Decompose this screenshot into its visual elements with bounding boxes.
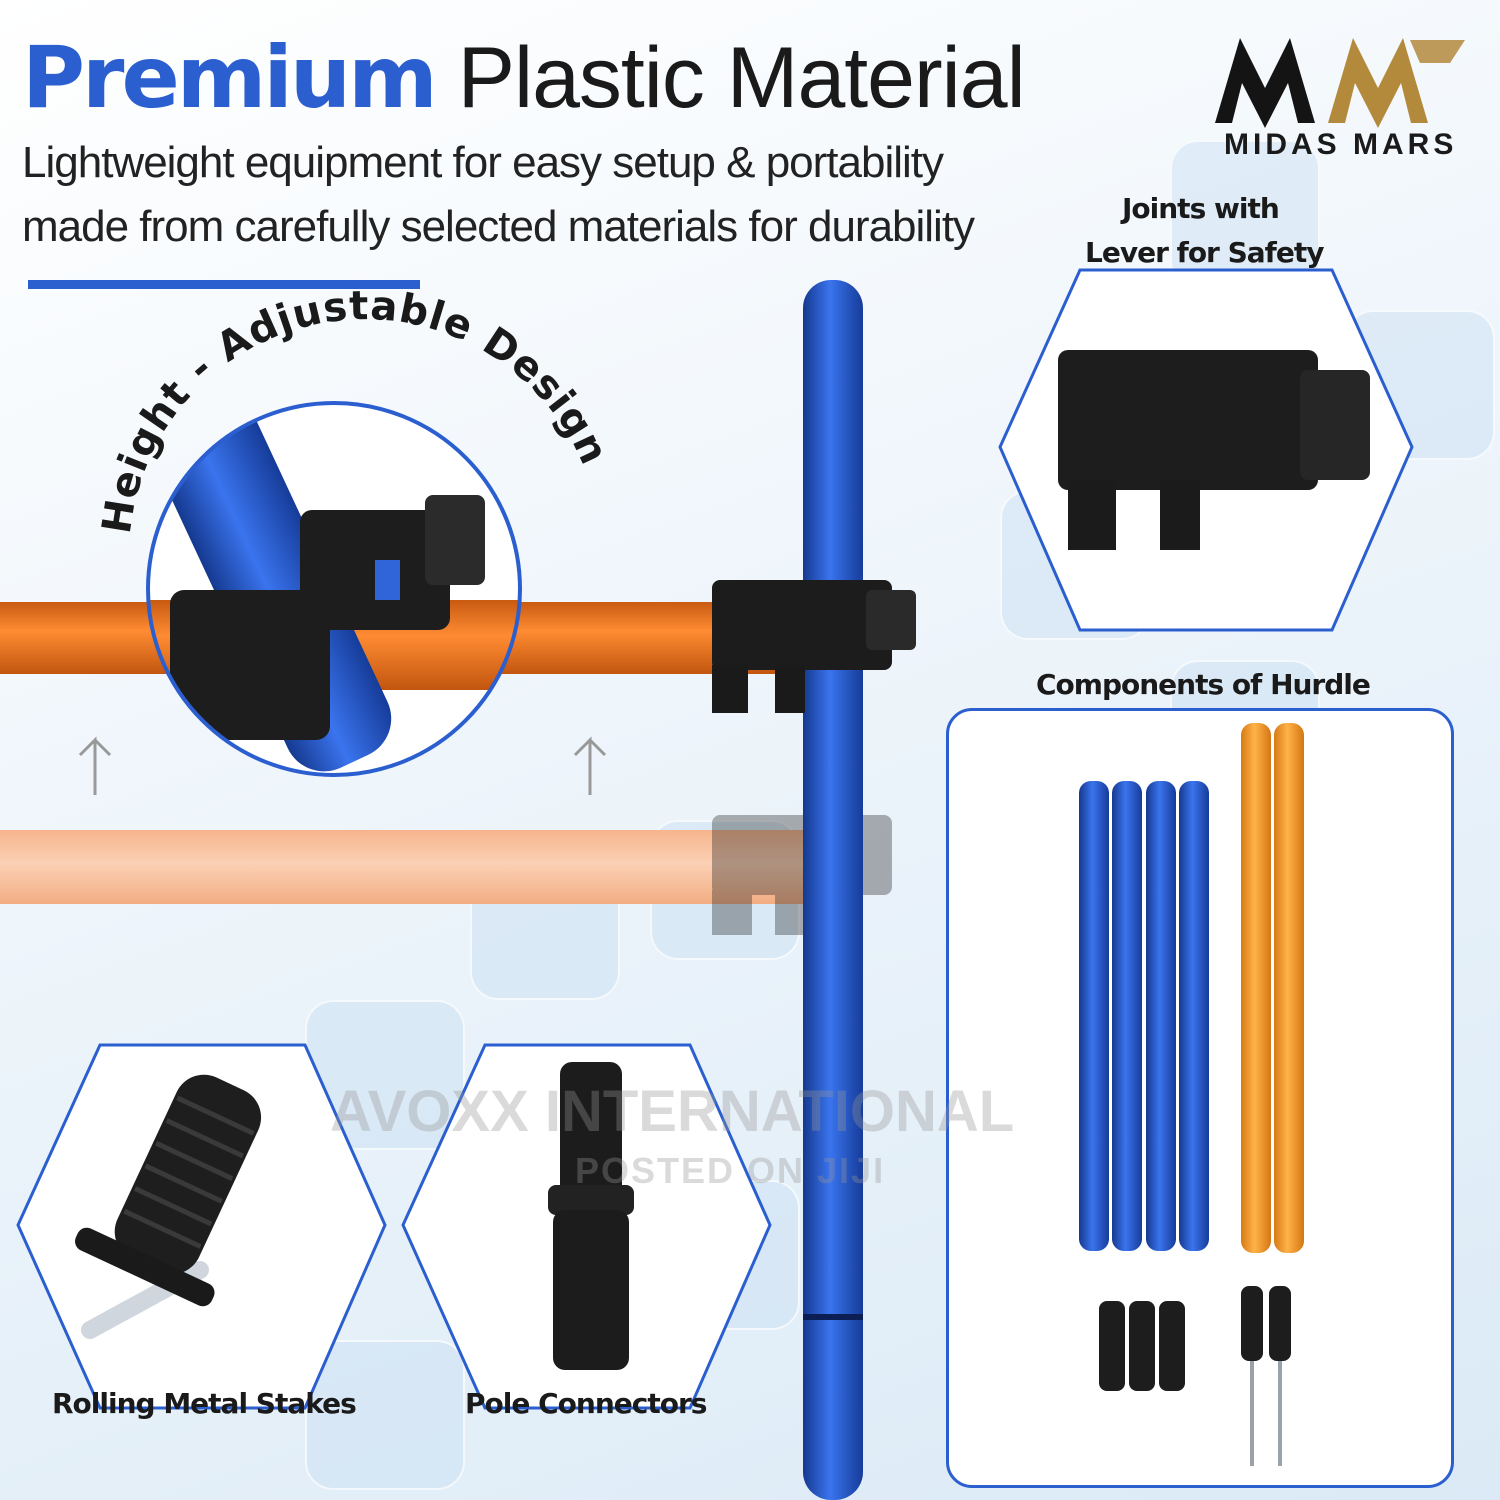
subtitle-line-1: Lightweight equipment for easy setup & p… [22,138,944,187]
height-adjustable-label: Height - Adjustable Design [94,283,616,537]
components-panel [946,708,1454,1488]
brand-name: MIDAS MARS [1224,128,1458,161]
connectors-label: Pole Connectors [465,1387,707,1420]
stakes-label: Rolling Metal Stakes [52,1387,357,1420]
watermark-sub: POSTED ON JIJI [575,1150,886,1191]
midas-mars-logo [1215,38,1465,128]
components-illustration [1079,723,1304,1466]
joint-closeup [1058,350,1370,550]
joints-label-line-1: Joints with [1122,192,1280,225]
components-label: Components of Hurdle [1036,668,1371,701]
stake-closeup [75,1074,262,1339]
svg-text:Height - Adjustable Design: Height - Adjustable Design [94,283,617,537]
main-joint [712,580,916,713]
title-bold-word: Premium [22,28,438,128]
up-arrow-icon [78,736,607,795]
title-underline [28,280,420,289]
faded-crossbar [0,830,830,904]
connector-closeup [548,1062,634,1370]
subtitle-line-2: made from carefully selected materials f… [22,202,975,251]
page-title: Premium Plastic Material [22,28,1026,128]
title-rest: Plastic Material [457,30,1026,126]
watermark-main: AVOXX INTERNATIONAL [330,1079,1015,1144]
joints-label-line-2: Lever for Safety [1085,236,1324,269]
